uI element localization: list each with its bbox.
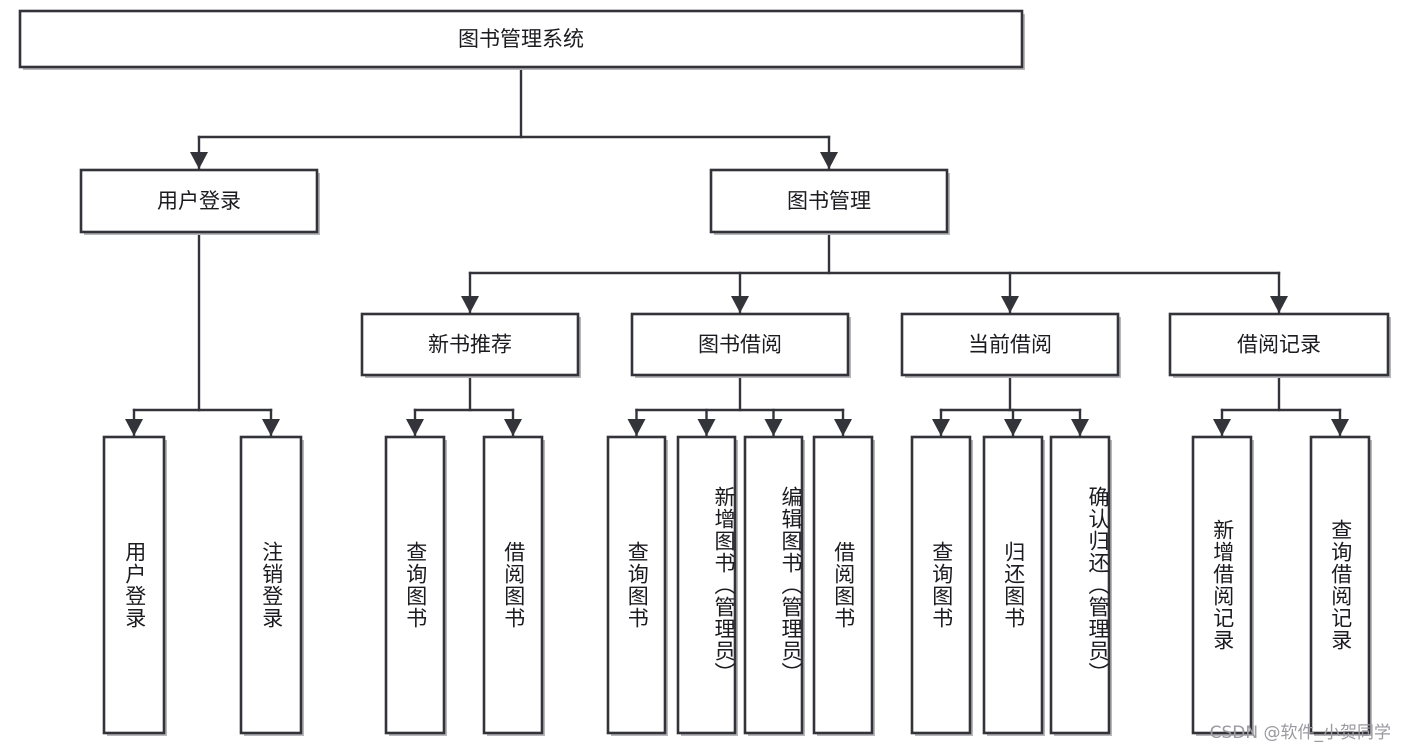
node-leaf-edit-book[interactable] [743,435,804,735]
node-leaf-logout[interactable] [239,435,303,735]
node-leaf-add-record[interactable] [1191,435,1253,735]
edge-arrowhead [697,419,716,436]
edge-arrowhead [190,152,208,169]
node-user-login-label: 用户登录 [157,189,241,213]
node-leaf-borrow-book-2[interactable] [812,435,874,735]
edge-arrowhead [731,296,749,313]
edge-arrowhead [1270,296,1288,313]
node-leaf-confirm-return[interactable] [1049,435,1111,735]
edge-arrowhead [820,152,838,169]
node-borrow-record[interactable] [1168,312,1390,377]
edge-arrowhead [262,419,280,436]
edges-layer [125,65,1349,438]
node-book-management-label: 图书管理 [787,189,871,213]
node-book-borrow-label: 图书借阅 [698,333,782,357]
node-current-borrow[interactable] [900,312,1120,377]
node-user-login[interactable] [79,168,319,234]
node-current-borrow-label: 当前借阅 [968,333,1052,357]
edge-arrowhead [1331,419,1349,436]
edge-arrowhead [764,419,783,436]
edge-arrowhead [627,419,646,436]
edge-arrowhead [504,419,522,436]
node-borrow-record-label: 借阅记录 [1237,333,1321,357]
edge-arrowhead [932,419,950,436]
node-root[interactable] [18,9,1024,69]
node-new-book-recommend-label: 新书推荐 [428,333,512,357]
node-leaf-query-book-1[interactable] [384,435,446,735]
csdn-watermark: CSDN @软件_小贺同学 [1209,723,1391,743]
edge-arrowhead [1001,296,1019,313]
node-leaf-query-book-3[interactable] [910,435,972,735]
boxes-layer [18,9,1391,736]
edge-arrowhead [1071,419,1089,436]
edge-arrowhead [461,296,479,313]
edge-arrowhead [1004,419,1022,436]
node-leaf-user-login[interactable] [102,435,166,735]
edge-arrowhead [834,419,852,436]
node-leaf-borrow-book-1[interactable] [482,435,544,735]
node-leaf-query-book-2[interactable] [606,435,667,735]
edge-arrowhead [406,419,424,436]
edge-arrowhead [125,419,143,436]
node-new-book-recommend[interactable] [360,312,580,377]
node-book-borrow[interactable] [630,312,850,377]
edge-arrowhead [1213,419,1231,436]
node-leaf-return-book[interactable] [982,435,1044,735]
node-root-label: 图书管理系统 [458,27,584,51]
node-leaf-add-book[interactable] [676,435,737,735]
node-leaf-query-record[interactable] [1309,435,1371,735]
node-book-management[interactable] [709,168,949,234]
